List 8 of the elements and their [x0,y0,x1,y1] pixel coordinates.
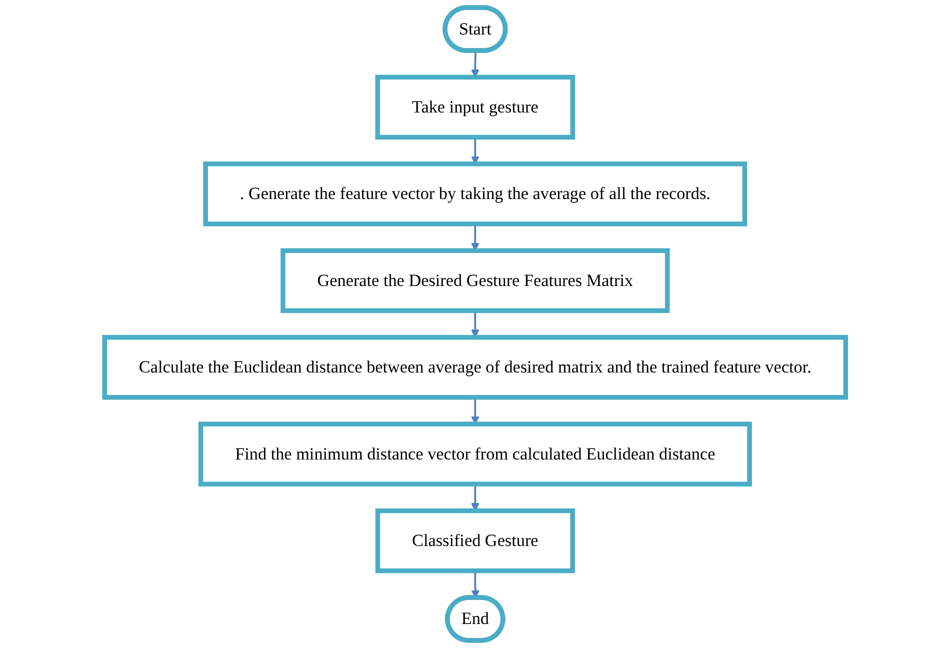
node-box: Classified Gesture [376,508,576,574]
node-box: Take input gesture [376,74,576,140]
arrow [471,397,480,424]
node-box: . Generate the feature vector by taking the average of all the records. [204,162,748,226]
node-box: Calculate the Euclidean distance between average of desired matrix and the trained feature vector. [102,334,848,400]
node-box: Generate the Desired Gesture Features Matrix [280,248,670,314]
node-box: Find the minimum distance vector from calculated Euclidean distance [198,422,752,486]
arrow [471,224,480,251]
